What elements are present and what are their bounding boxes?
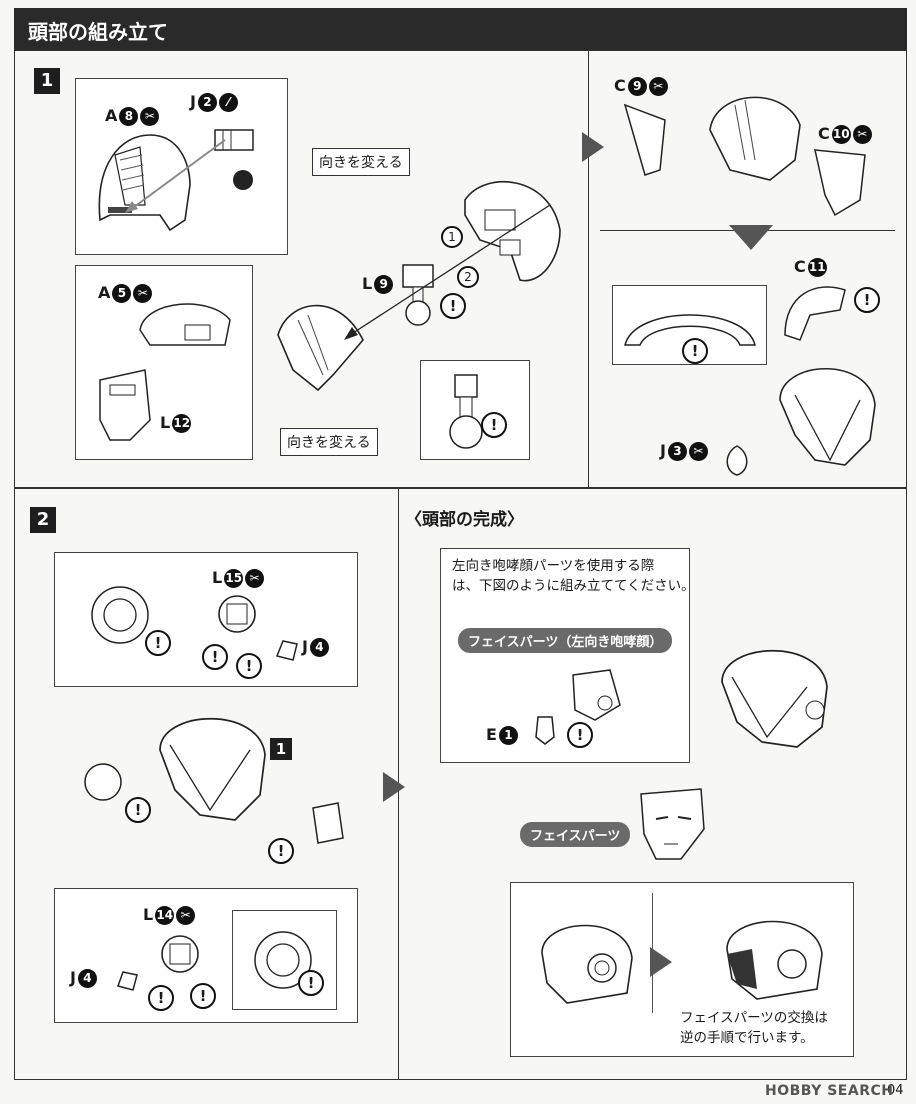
complete-helmet [721, 649, 828, 748]
helmet-side-before [541, 924, 633, 1004]
part-l12 [99, 369, 151, 441]
face-pill: フェイスパーツ [520, 822, 631, 847]
arrow-right-icon [582, 132, 604, 162]
arrow-right-icon [383, 772, 405, 802]
caution-icon: ! [298, 970, 324, 996]
part-l14 [161, 935, 199, 973]
caution-icon: ! [854, 287, 880, 313]
face-left-part [572, 669, 621, 721]
nipper-icon: ⁄ [218, 93, 238, 112]
turn-callout-bottom: 向きを変える [280, 428, 378, 456]
caution-icon: ! [202, 644, 228, 670]
caution-icon: ! [682, 338, 708, 364]
part-c10 [814, 149, 866, 217]
part-l15 [218, 595, 256, 633]
caution-icon: ! [125, 797, 151, 823]
swap-note: フェイスパーツの交換は 逆の手順で行います。 [680, 1010, 828, 1046]
l14-detail-ring [254, 931, 312, 989]
insert-arrow [125, 139, 226, 213]
part-c11 [784, 286, 846, 341]
helmet-cutaway [464, 180, 561, 282]
caution-icon: ! [268, 838, 294, 864]
caution-icon: ! [567, 722, 593, 748]
step1-vertical-divider [588, 50, 590, 488]
arrow-down-icon [729, 225, 773, 250]
part-j4b [117, 971, 138, 991]
l9-detail-part [449, 374, 483, 449]
part-c9 [623, 103, 666, 176]
section-title: 頭部の組み立て [28, 20, 168, 44]
face-part [640, 788, 705, 860]
caution-icon: ! [190, 983, 216, 1009]
ref-step1: 1 [270, 738, 292, 760]
turn-callout-top: 向きを変える [312, 148, 410, 176]
order-2-icon: 2 [457, 266, 479, 288]
ear-part-left [84, 763, 122, 801]
note-text: 左向き咆哮顔パーツを使用する際 は、下図のように組み立ててください。 [452, 558, 695, 594]
caution-icon: ! [440, 293, 466, 319]
helmet-front [277, 304, 364, 392]
arrow-right-icon [650, 947, 672, 977]
helmet-complete-step1 [779, 367, 876, 466]
ear-part-right [312, 802, 344, 844]
step2-number: 2 [30, 507, 56, 533]
c11-detail-arc [624, 314, 756, 346]
page-number: 04 [887, 1083, 904, 1098]
step1-number: 1 [34, 68, 60, 94]
part-e1 [535, 716, 555, 745]
caution-icon: ! [481, 412, 507, 438]
caution-icon: ! [236, 653, 262, 679]
section-header: 頭部の組み立て [14, 8, 907, 50]
part-j4a [275, 640, 298, 661]
cut-icon: ✂ [140, 107, 160, 126]
step2-frame [14, 488, 907, 1080]
part-l9 [402, 264, 434, 326]
part-j3 [726, 445, 748, 476]
caution-icon: ! [145, 630, 171, 656]
complete-title: 〈頭部の完成〉 [405, 510, 524, 530]
assembly-arrows [344, 204, 551, 340]
watermark: HOBBY SEARCH [765, 1083, 894, 1099]
caution-icon: ! [148, 985, 174, 1011]
face-left-pill: フェイスパーツ（左向き咆哮顔） [458, 628, 673, 653]
helmet-c-assembly [709, 96, 801, 181]
helmet-part-a8 [98, 134, 191, 232]
step2-helmet [159, 717, 266, 821]
helmet-side-after [726, 920, 823, 1000]
face-left-note-box [440, 548, 690, 763]
step1-frame [14, 50, 907, 488]
order-1-icon: 1 [441, 226, 463, 248]
l15-detail-ring [91, 586, 149, 644]
part-j2 [214, 129, 254, 190]
helmet-inner-a5 [139, 303, 231, 346]
